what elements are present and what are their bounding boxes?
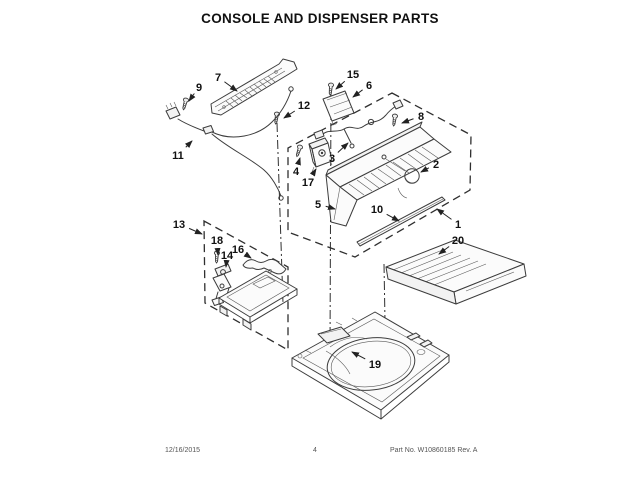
callout-label-11: 11 <box>172 150 184 162</box>
callout-label-8: 8 <box>418 111 424 123</box>
callout-label-9: 9 <box>196 82 202 94</box>
footer-date: 12/16/2015 <box>165 447 201 454</box>
dispenser-drawer-20 <box>385 239 527 305</box>
callout-leader-16 <box>243 251 252 259</box>
screw-15 <box>327 82 335 96</box>
callout-leader-17 <box>309 168 317 177</box>
callout-leader-4 <box>295 157 301 166</box>
callout-label-1: 1 <box>455 219 461 231</box>
switch-17 <box>308 137 333 173</box>
console-wiring-3 <box>313 99 404 149</box>
callout-label-16: 16 <box>232 244 244 256</box>
callout-label-15: 15 <box>347 69 359 81</box>
callout-leader-10 <box>386 213 400 222</box>
console-assembly-box-1 <box>287 92 472 258</box>
console-panel-10 <box>325 121 452 227</box>
screw-18 <box>213 250 221 264</box>
callout-leader-12 <box>283 110 296 119</box>
callout-label-10: 10 <box>371 204 383 216</box>
footer-page-number: 4 <box>313 447 317 454</box>
console-bracket-7 <box>210 58 298 116</box>
callout-label-3: 3 <box>329 153 335 165</box>
knob-2 <box>385 158 420 184</box>
callout-leader-3 <box>337 142 349 153</box>
callout-leader-8 <box>401 117 414 124</box>
callout-leader-20 <box>438 246 450 255</box>
callout-leader-1 <box>436 208 452 220</box>
callout-label-4: 4 <box>293 166 300 178</box>
wire-harness-11 <box>165 86 294 201</box>
callout-leader-9 <box>188 93 196 102</box>
screw-8 <box>390 113 399 127</box>
mounting-clip-16 <box>242 258 287 275</box>
screw-9 <box>180 97 190 111</box>
callout-label-19: 19 <box>369 359 381 371</box>
callout-label-14: 14 <box>221 250 234 262</box>
console-trim-strip <box>356 196 446 247</box>
callout-label-12: 12 <box>298 100 310 112</box>
callout-label-13: 13 <box>173 219 185 231</box>
footer-part-number: Part No. W10860185 Rev. A <box>390 447 478 454</box>
callout-leader-6 <box>352 89 363 98</box>
screw-4 <box>293 143 304 158</box>
callout-leader-7 <box>224 81 238 92</box>
callout-leader-11 <box>184 140 193 149</box>
callout-label-17: 17 <box>302 177 314 189</box>
callout-label-5: 5 <box>315 199 321 211</box>
callout-label-2: 2 <box>433 159 439 171</box>
callout-leader-5 <box>325 204 336 210</box>
callout-label-20: 20 <box>452 235 464 247</box>
callout-leader-13 <box>188 227 203 235</box>
callout-label-6: 6 <box>366 80 372 92</box>
dispenser-assembly-box-13 <box>203 219 289 352</box>
control-board-6 <box>322 90 355 126</box>
dispenser-tray <box>218 270 298 331</box>
callout-label-18: 18 <box>211 235 223 247</box>
callout-leader-15 <box>335 80 346 90</box>
callout-leader-2 <box>420 166 430 173</box>
callout-label-7: 7 <box>215 72 221 84</box>
top-panel-19 <box>291 311 450 420</box>
callout-leader-19 <box>351 351 366 360</box>
page-title: CONSOLE AND DISPENSER PARTS <box>201 11 439 26</box>
